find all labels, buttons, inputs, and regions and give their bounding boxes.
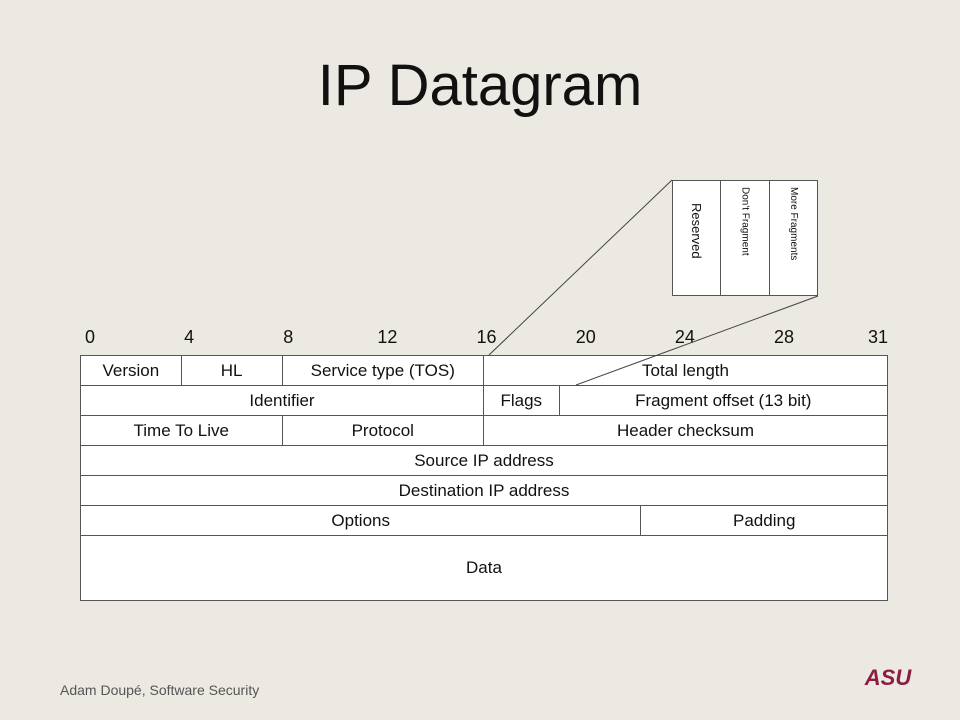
flag-dont-fragment: Don't Fragment bbox=[721, 181, 770, 295]
bit-label-12: 12 bbox=[377, 327, 398, 347]
field-padding: Padding bbox=[733, 510, 796, 530]
field-source-ip: Source IP address bbox=[414, 450, 554, 470]
field-header-checksum: Header checksum bbox=[616, 420, 754, 440]
flags-detail-box: Reserved Don't Fragment More Fragments bbox=[672, 180, 818, 296]
bit-label-24: 24 bbox=[674, 327, 695, 347]
bit-position-labels: 0 4 8 12 16 20 24 28 31 bbox=[0, 327, 960, 351]
field-hl: HL bbox=[182, 356, 283, 385]
bit-label-8: 8 bbox=[283, 327, 294, 347]
field-data: Data bbox=[466, 558, 502, 577]
field-identifier: Identifier bbox=[81, 386, 484, 415]
flag-reserved: Reserved bbox=[673, 181, 722, 295]
slide-title: IP Datagram bbox=[317, 53, 643, 118]
bit-label-16: 16 bbox=[476, 327, 497, 347]
field-ttl: Time To Live bbox=[81, 416, 283, 445]
field-tos: Service type (TOS) bbox=[283, 356, 484, 385]
bit-label-31: 31 bbox=[867, 327, 889, 347]
bit-label-20: 20 bbox=[575, 327, 596, 347]
header-row-4: Source IP address bbox=[80, 445, 888, 476]
header-row-7: Data bbox=[80, 535, 888, 601]
flag-reserved-label: Reserved bbox=[689, 203, 705, 259]
flag-more-fragments-label: More Fragments bbox=[787, 187, 799, 261]
field-fragment-offset: Fragment offset (13 bit) bbox=[635, 390, 812, 410]
asu-logo: ASU bbox=[864, 665, 912, 690]
field-total-length: Total length bbox=[642, 360, 729, 380]
bit-label-28: 28 bbox=[773, 327, 794, 347]
field-options: Options bbox=[81, 506, 642, 535]
header-row-6: Options Padding bbox=[80, 505, 888, 536]
header-row-5: Destination IP address bbox=[80, 475, 888, 506]
field-version: Version bbox=[81, 356, 182, 385]
flag-dont-fragment-label: Don't Fragment bbox=[739, 187, 751, 256]
callout-line-right bbox=[575, 295, 819, 386]
field-protocol: Protocol bbox=[283, 416, 484, 445]
callout-line-left bbox=[488, 179, 673, 356]
flag-more-fragments: More Fragments bbox=[770, 181, 817, 295]
footer-text: Adam Doupé, Software Security bbox=[60, 682, 260, 698]
bit-label-4: 4 bbox=[184, 327, 195, 347]
field-destination-ip: Destination IP address bbox=[398, 480, 570, 500]
bit-label-0: 0 bbox=[84, 327, 96, 347]
field-flags: Flags bbox=[484, 386, 560, 415]
asu-logo-text: ASU bbox=[864, 665, 912, 690]
